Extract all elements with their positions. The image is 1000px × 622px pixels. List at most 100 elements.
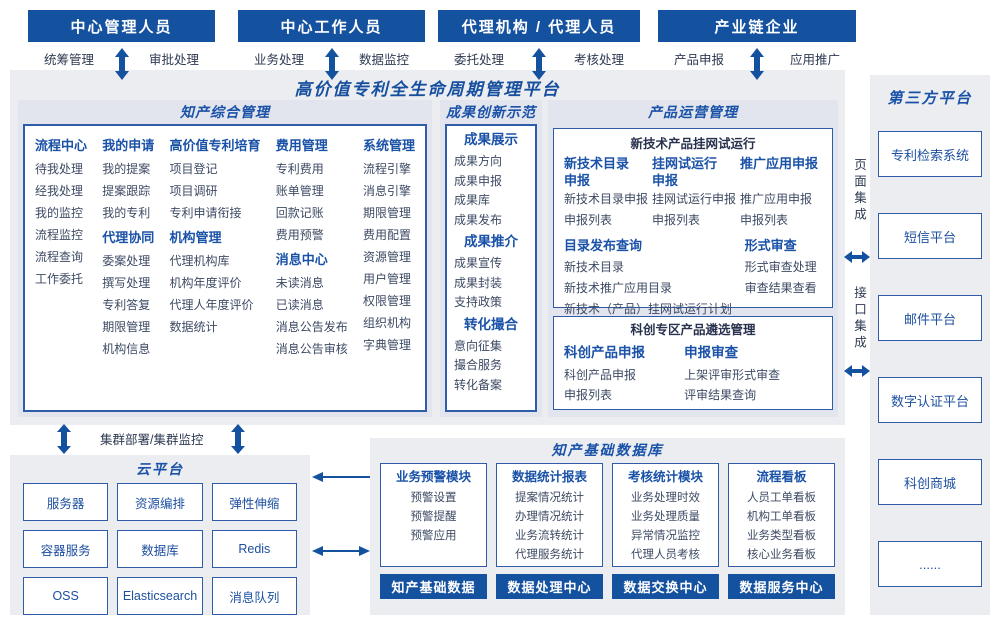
menu-group: 高价值专利培育 项目登记项目调研专利申请衔接 <box>169 134 260 224</box>
menu-group: 挂网试运行申报 挂网试运行申报申报列表 <box>652 155 738 231</box>
menu-group-heading: 申报审查 <box>684 345 739 360</box>
actor-role-label: 应用推广 <box>789 53 840 67</box>
database-modules: 业务预警模块 预警设置预警提醒预警应用 知产基础数据 数据统计报表 提案情况统计… <box>370 463 845 599</box>
menu-item: 期限管理 <box>102 320 151 334</box>
actor-center-managers: 中心管理人员 统筹管理 审批处理 <box>28 10 215 80</box>
menu-item-list: 成果宣传成果封装支持政策 <box>447 254 535 313</box>
menu-item: 申报列表 <box>564 213 613 227</box>
cloud-service-box: OSS <box>23 577 109 615</box>
double-arrow-vertical-icon <box>231 424 245 454</box>
menu-item: 字典管理 <box>362 338 411 352</box>
menu-item: 意向征集 <box>454 338 503 353</box>
menu-item: 申报列表 <box>652 213 701 227</box>
menu-group-heading: 新技术目录申报 <box>564 156 630 188</box>
actor-industry-enterprises: 产业链企业 产品申报 应用推广 <box>658 10 856 80</box>
menu-item: 机构工单看板 <box>747 511 816 523</box>
menu-group: 系统管理 流程引擎消息引擎期限管理费用配置资源管理用户管理权限管理组织机构字典管… <box>363 134 415 356</box>
menu-item: 评审结果查询 <box>684 388 757 402</box>
menu-column-process-center: 流程中心 待我处理经我处理我的监控流程监控流程查询工作委托 <box>35 134 87 360</box>
menu-item: 我的监控 <box>35 206 84 220</box>
menu-group-heading: 挂网试运行申报 <box>652 156 718 188</box>
menu-item: 期限管理 <box>362 206 411 220</box>
third-party-panel: 第三方平台 专利检索系统短信平台邮件平台数字认证平台科创商城...... <box>870 75 990 615</box>
menu-item-list: 新技术目录新技术推广应用目录新技术（产品）挂网试运行计划 <box>564 257 745 320</box>
menu-group: 科创产品申报 科创产品申报申报列表 <box>564 341 684 405</box>
menu-item: 账单管理 <box>275 184 324 198</box>
third-party-box: 科创商城 <box>878 459 982 505</box>
menu-column-my-applications: 我的申请 我的提案提案跟踪我的专利 代理协同 委案处理撰写处理专利答复期限管理机… <box>102 134 154 360</box>
menu-group: 成果推介 成果宣传成果封装支持政策 <box>447 230 535 313</box>
menu-column-system-management: 系统管理 流程引擎消息引擎期限管理费用配置资源管理用户管理权限管理组织机构字典管… <box>363 134 415 360</box>
page-integration-label: 页面集成 <box>852 158 866 224</box>
third-party-box: 专利检索系统 <box>878 131 982 177</box>
menu-item: 成果宣传 <box>454 256 503 270</box>
menu-item-list: 意向征集撮合服务转化备案 <box>447 337 535 396</box>
menu-item: 新技术目录申报 <box>564 192 649 206</box>
menu-item: 支持政策 <box>454 295 503 309</box>
menu-item-list: 提案情况统计办理情况统计业务流转统计代理服务统计 <box>497 489 602 565</box>
menu-item-list: 待我处理经我处理我的监控流程监控流程查询工作委托 <box>35 158 87 290</box>
panel-title: 第三方平台 <box>887 90 973 107</box>
menu-group-heading: 转化撮合 <box>464 316 518 332</box>
menu-group-heading: 成果推介 <box>464 234 518 249</box>
double-arrow-vertical-icon <box>532 48 546 80</box>
menu-item: 我的提案 <box>102 162 151 176</box>
panel-title: 云平台 <box>136 461 184 477</box>
menu-item: 新技术推广应用目录 <box>564 281 673 295</box>
actor-agencies: 代理机构 / 代理人员 委托处理 考核处理 <box>438 10 640 80</box>
actor-title-bar: 产业链企业 <box>658 10 856 42</box>
menu-item: 工作委托 <box>35 272 84 286</box>
actor-role-label: 统筹管理 <box>44 53 95 67</box>
third-party-box: 数字认证平台 <box>878 377 982 423</box>
section-title: 知产综合管理 <box>180 104 270 120</box>
menu-item: 形式审查处理 <box>744 260 817 274</box>
menu-group-heading: 高价值专利培育 <box>169 138 261 153</box>
menu-item: 费用预警 <box>275 228 324 242</box>
api-integration-label: 接口集成 <box>852 286 866 352</box>
double-arrow-vertical-icon <box>114 48 129 80</box>
menu-item: 预警提醒 <box>410 511 457 523</box>
achievement-groups: 成果展示 成果方向成果申报成果库成果发布 成果推介 成果宣传成果封装支持政策 转… <box>447 126 535 395</box>
menu-item: 人员工单看板 <box>747 492 816 504</box>
menu-item: 核心业务看板 <box>747 549 816 561</box>
menu-item: 流程监控 <box>35 228 84 242</box>
box-title: 科创专区产品遴选管理 <box>630 323 756 337</box>
arrow-left-icon <box>312 472 370 482</box>
menu-item: 审查结果查看 <box>744 281 817 295</box>
menu-item: 流程引擎 <box>362 162 411 176</box>
menu-item: 专利答复 <box>102 298 151 312</box>
sci-innovation-selection-box: 科创专区产品遴选管理 科创产品申报 科创产品申报申报列表 申报审查 上架评审形式… <box>553 316 833 410</box>
menu-item: 上架评审形式审查 <box>684 368 781 382</box>
module-title: 业务预警模块 <box>395 470 471 484</box>
menu-item: 新技术目录 <box>564 260 625 274</box>
third-party-box: ...... <box>878 541 982 587</box>
module-box: 数据统计报表 提案情况统计办理情况统计业务流转统计代理服务统计 <box>496 463 603 567</box>
menu-item: 提案跟踪 <box>102 184 151 198</box>
menu-item: 成果申报 <box>454 173 503 188</box>
menu-item-list: 未读消息已读消息消息公告发布消息公告审核 <box>276 272 348 360</box>
platform-title: 高价值专利全生命周期管理平台 <box>294 80 561 99</box>
menu-item: 未读消息 <box>275 276 324 290</box>
menu-item: 代理服务统计 <box>515 549 584 561</box>
trial-operation-box: 新技术产品挂网试运行 新技术目录申报 新技术目录申报申报列表 挂网试运行申报 挂… <box>553 128 833 316</box>
menu-item: 业务类型看板 <box>747 530 816 542</box>
menu-item: 待我处理 <box>35 162 84 176</box>
menu-item-list: 我的提案提案跟踪我的专利 <box>102 158 154 224</box>
menu-group-heading: 形式审查 <box>744 238 797 253</box>
menu-item-list: 流程引擎消息引擎期限管理费用配置资源管理用户管理权限管理组织机构字典管理 <box>363 158 415 356</box>
menu-item: 我的专利 <box>102 206 151 220</box>
menu-item: 流程查询 <box>35 250 84 264</box>
menu-item: 消息公告审核 <box>275 342 348 356</box>
menu-item: 办理情况统计 <box>515 511 584 523</box>
menu-item: 专利费用 <box>275 162 324 176</box>
third-party-box: 短信平台 <box>878 213 982 259</box>
menu-group: 推广应用申报 推广应用申报申报列表 <box>740 155 822 231</box>
menu-item: 预警应用 <box>410 530 457 542</box>
database-module: 业务预警模块 预警设置预警提醒预警应用 知产基础数据 <box>380 463 487 599</box>
menu-item: 科创产品申报 <box>564 368 637 382</box>
menu-group: 形式审查 形式审查处理审查结果查看 <box>745 235 822 320</box>
actor-title-bar: 中心管理人员 <box>28 10 215 42</box>
platform-panel: 高价值专利全生命周期管理平台 知产综合管理 流程中心 待我处理经我处理我的监控流… <box>10 70 845 425</box>
